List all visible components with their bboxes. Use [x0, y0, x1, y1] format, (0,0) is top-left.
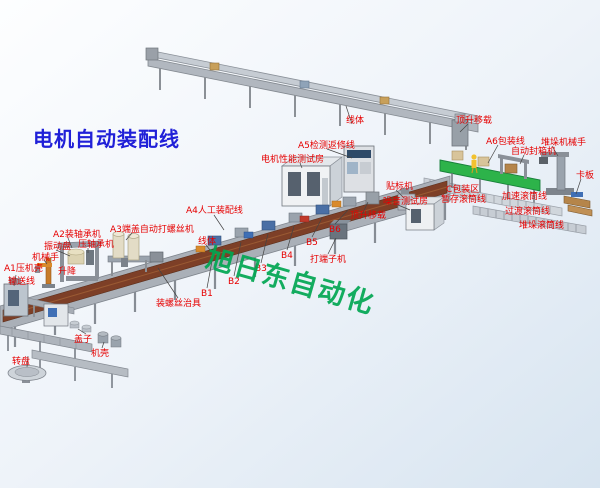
label-speed-roller: 加速滚筒线	[502, 192, 548, 202]
station-b3	[261, 220, 276, 231]
label-b6: B6	[329, 225, 341, 235]
label-stacker-robot: 堆垛机械手	[541, 138, 587, 148]
label-robot-arm: 机械手	[32, 253, 60, 263]
top-right-lifter	[451, 113, 469, 147]
label-screw-fixture: 装螺丝治具	[156, 299, 202, 309]
inspection-repair-machine	[343, 145, 375, 193]
label-terminal-machine: 打端子机	[310, 255, 347, 265]
bottom-left-feed-area	[0, 303, 129, 388]
label-b4: B4	[281, 251, 293, 261]
noise-test-room-unit	[405, 196, 445, 231]
bearing-press-machine-a2	[57, 240, 102, 282]
label-a5-line: A5检测返修线	[298, 141, 355, 151]
cover-parts	[69, 320, 92, 333]
label-vibration-plate: 振动盘	[44, 242, 72, 252]
label-b1: B1	[201, 289, 213, 299]
label-cover: 盖子	[74, 335, 93, 345]
turntable-unit	[7, 365, 47, 383]
feed-conveyor-1	[0, 325, 93, 353]
label-press-bearing: 压轴承机	[78, 240, 115, 250]
label-b2: B2	[228, 277, 240, 287]
label-body-mid: 线体	[198, 237, 217, 247]
label-b3: B3	[255, 264, 267, 274]
label-lift-left: 升降	[58, 267, 77, 277]
page-title: 电机自动装配线	[33, 127, 180, 151]
robot-arm-unit	[35, 257, 55, 288]
label-a1-conveyor: 输送线	[8, 277, 36, 287]
label-turntable: 转盘	[12, 357, 31, 367]
terminal-crimping-machine	[329, 220, 351, 240]
label-b5: B5	[306, 238, 318, 248]
upper-return-conveyor	[145, 47, 479, 150]
pallet-stack	[563, 192, 593, 217]
stacking-roller-conveyor	[472, 205, 587, 235]
screw-driving-machine-a3	[107, 231, 151, 276]
label-labeling-machine: 贴标机	[386, 182, 414, 192]
label-a3-machine: A3端盖自动打螺丝机	[110, 225, 194, 235]
label-a6-line: A6包装线	[486, 137, 525, 147]
label-housing: 机壳	[91, 349, 110, 359]
label-motor-test-room: 电机性能测试房	[261, 155, 325, 165]
station-b6	[342, 196, 357, 207]
mid-lifter	[365, 191, 380, 205]
label-stack-roller: 堆垛滚筒线	[519, 221, 565, 231]
station-b5	[315, 204, 330, 215]
label-transition-roller: 过渡滚筒线	[505, 207, 551, 217]
station-b1	[207, 235, 222, 246]
housing-parts	[97, 331, 122, 348]
label-a2-machine: A2装轴承机	[53, 230, 101, 240]
packing-belt-conveyor	[439, 159, 541, 192]
label-auto-sealer: 自动封箱机	[511, 147, 557, 157]
label-pack-area: C包装区	[446, 185, 480, 195]
label-a1-machine: A1压机壳	[4, 264, 43, 274]
label-lift-top-right: 顶升移载	[456, 116, 493, 126]
label-buffer-roller: 暂存滚筒线	[441, 195, 487, 205]
screw-fixture	[149, 251, 164, 263]
label-pallet: 卡板	[576, 171, 595, 181]
worker-figure	[471, 154, 478, 174]
leader-lines	[13, 105, 582, 368]
stacking-robot	[539, 152, 574, 195]
packaging-area	[423, 150, 593, 235]
performance-test-room	[280, 156, 344, 207]
label-a4-line: A4人工装配线	[186, 206, 243, 216]
label-noise-test-room: 噪音测试房	[383, 197, 429, 207]
label-body-top: 线体	[346, 116, 365, 126]
label-lift-mid: 顶升移载	[350, 211, 387, 221]
feed-conveyor-2	[31, 349, 129, 378]
